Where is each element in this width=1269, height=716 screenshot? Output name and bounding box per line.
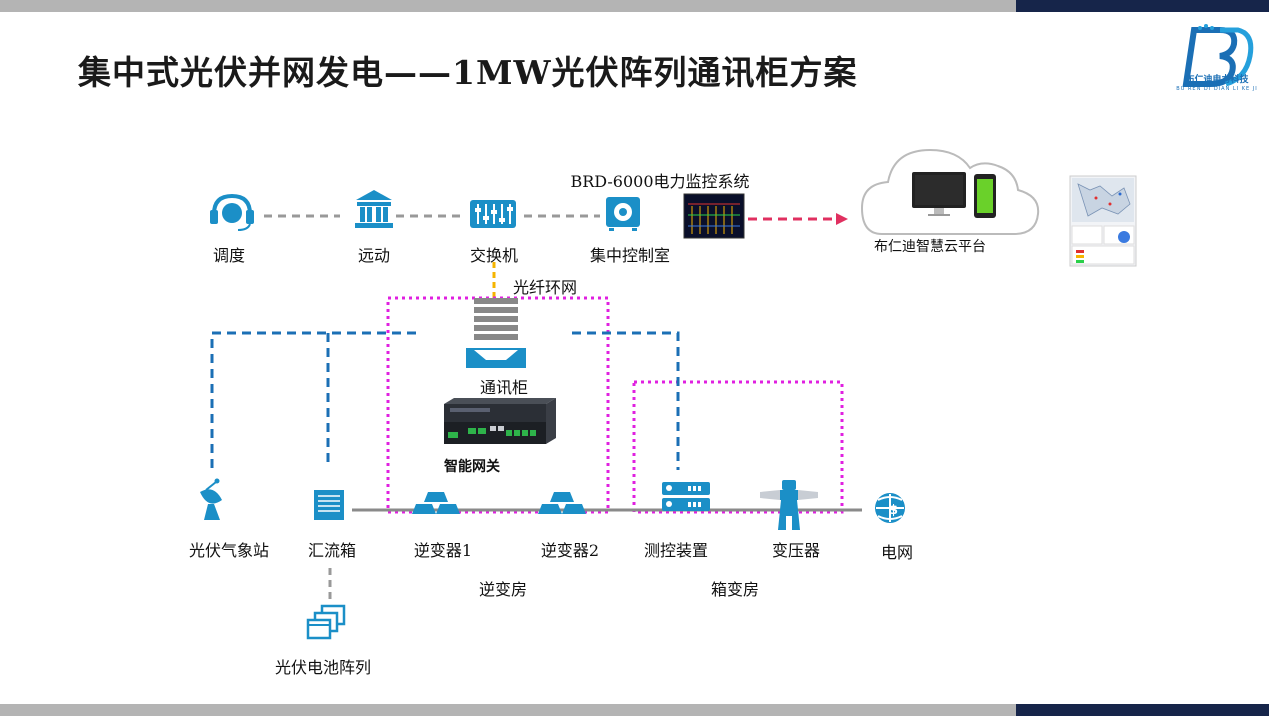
measure-control-device-icon	[662, 482, 710, 511]
top-bar-navy	[1016, 0, 1269, 12]
label-fiber-ring: 光纤环网	[512, 278, 578, 297]
label-monitoring-system: BRD-6000电力监控系统	[570, 172, 750, 191]
label-cloud-platform: 布仁迪智慧云平台	[874, 239, 986, 255]
label-transformer: 变压器	[771, 541, 821, 560]
label-smart-gateway: 智能网关	[444, 459, 500, 475]
cloud-upload-arrow	[748, 213, 848, 225]
label-inverter-2: 逆变器2	[540, 541, 600, 560]
inverter-1-icon	[412, 492, 460, 514]
monitoring-screen-icon	[683, 193, 745, 239]
label-telecontrol: 远动	[357, 246, 391, 265]
box-transformer-room-boundary	[632, 380, 844, 514]
safe-icon	[606, 197, 640, 231]
inverter-2-icon	[538, 492, 586, 514]
label-control-room: 集中控制室	[589, 246, 671, 265]
power-grid-icon: $	[875, 493, 905, 523]
switch-icon	[470, 200, 516, 228]
smart-gateway-device-image	[444, 398, 556, 444]
top-bar-gray	[0, 0, 1016, 12]
label-weather-station: 光伏气象站	[188, 541, 270, 560]
label-dispatch: 调度	[212, 246, 246, 265]
label-inverter-1: 逆变器1	[413, 541, 473, 560]
label-measure-control: 测控装置	[643, 541, 709, 560]
bottom-bar-navy	[1016, 704, 1269, 716]
transformer-icon	[760, 480, 818, 530]
label-box-transformer-room: 箱变房	[710, 580, 760, 599]
pv-array-icon	[306, 604, 346, 640]
smartphone-icon	[974, 174, 996, 218]
label-comm-cabinet: 通讯柜	[479, 378, 529, 397]
headset-icon	[210, 193, 254, 231]
label-combiner-box: 汇流箱	[307, 541, 357, 560]
label-grid: 电网	[880, 543, 914, 562]
svg-text:$: $	[889, 503, 898, 518]
building-icon	[355, 190, 393, 228]
label-switch: 交换机	[469, 246, 519, 265]
satellite-dish-icon	[200, 478, 222, 520]
bottom-bar-gray	[0, 704, 1016, 716]
comm-links	[210, 331, 680, 470]
company-logo	[1182, 24, 1254, 87]
logo-text-en: BU REN DI DIAN LI KE JI	[1176, 86, 1258, 92]
combiner-box-icon	[314, 490, 344, 520]
server-cabinet-icon	[466, 298, 526, 368]
label-inverter-room: 逆变房	[478, 580, 528, 599]
logo-text-cn: 布仁迪电力科技	[1185, 75, 1249, 85]
desktop-monitor-icon	[912, 172, 966, 216]
label-pv-array: 光伏电池阵列	[274, 658, 372, 677]
cloud-dashboard-thumbnail	[1069, 175, 1137, 267]
page-title: 集中式光伏并网发电——1MW光伏阵列通讯柜方案	[78, 53, 858, 92]
